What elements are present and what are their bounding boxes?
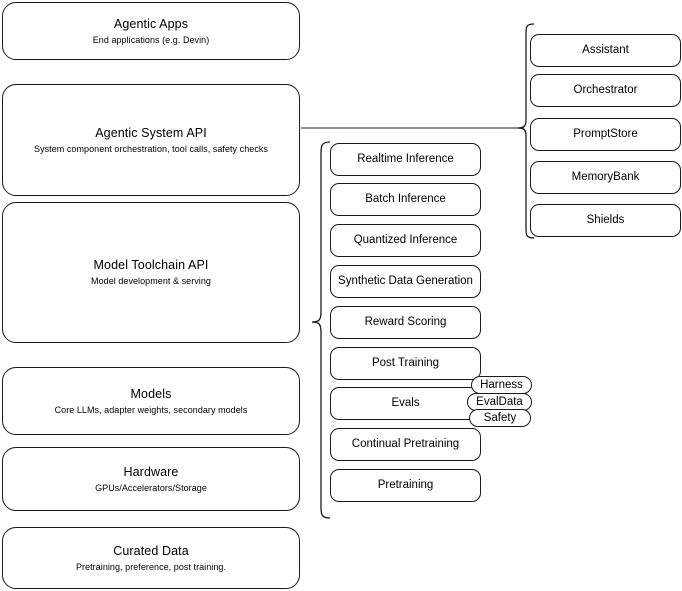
capability-pretraining[interactable]: Pretraining — [330, 469, 481, 502]
component-orchestrator[interactable]: Orchestrator — [530, 74, 681, 107]
brace-model-toolchain-capabilities — [306, 140, 332, 520]
layer-title: Agentic Apps — [113, 16, 189, 31]
layer-curated-data[interactable]: Curated Data Pretraining, preference, po… — [2, 527, 300, 589]
capability-synthetic-data-generation[interactable]: Synthetic Data Generation — [330, 265, 481, 298]
component-shields[interactable]: Shields — [530, 204, 681, 237]
layer-title: Hardware — [123, 464, 179, 479]
layer-title: Model Toolchain API — [93, 258, 209, 272]
capability-quantized-inference[interactable]: Quantized Inference — [330, 224, 481, 257]
capability-realtime-inference[interactable]: Realtime Inference — [330, 143, 481, 176]
layer-agentic-apps[interactable]: Agentic Apps End applications (e.g. Devi… — [2, 2, 300, 60]
eval-pill-label: Harness — [480, 379, 523, 391]
brace-path — [311, 141, 331, 519]
component-label: Shields — [586, 214, 625, 226]
capability-label: Reward Scoring — [364, 316, 447, 328]
layer-subtitle: End applications (e.g. Devin) — [92, 34, 210, 45]
capability-label: Continual Pretraining — [351, 438, 460, 450]
capability-post-training[interactable]: Post Training — [330, 347, 481, 380]
layer-subtitle: System component orchestration, tool cal… — [34, 143, 268, 154]
capability-label: Realtime Inference — [357, 153, 454, 165]
capability-continual-pretraining[interactable]: Continual Pretraining — [330, 428, 481, 461]
capability-label: Quantized Inference — [353, 234, 458, 246]
capability-label: Batch Inference — [365, 193, 446, 205]
layer-models[interactable]: Models Core LLMs, adapter weights, secon… — [2, 367, 300, 435]
layer-hardware[interactable]: Hardware GPUs/Accelerators/Storage — [2, 447, 300, 511]
capability-reward-scoring[interactable]: Reward Scoring — [330, 306, 481, 339]
eval-pill-label: Safety — [483, 412, 517, 424]
connector-agentic-system-to-components — [300, 122, 526, 134]
layer-agentic-system-api[interactable]: Agentic System API System component orch… — [2, 84, 300, 196]
eval-pill-evaldata[interactable]: EvalData — [467, 393, 532, 411]
layer-title: Agentic System API — [95, 125, 207, 140]
layer-subtitle: Pretraining, preference, post training. — [75, 561, 227, 572]
eval-pill-label: EvalData — [476, 396, 523, 408]
layer-subtitle: GPUs/Accelerators/Storage — [95, 482, 207, 493]
layer-title: Models — [130, 386, 172, 401]
capability-label: Post Training — [371, 357, 440, 369]
layer-subtitle: Core LLMs, adapter weights, secondary mo… — [54, 404, 248, 415]
layer-model-toolchain-api[interactable]: Model Toolchain API Model development & … — [2, 202, 300, 343]
component-label: PromptStore — [573, 128, 638, 140]
capability-label: Evals — [391, 397, 420, 409]
component-label: MemoryBank — [571, 171, 640, 183]
capability-batch-inference[interactable]: Batch Inference — [330, 183, 481, 216]
capability-label: Pretraining — [377, 479, 434, 491]
component-assistant[interactable]: Assistant — [530, 34, 681, 67]
eval-pill-safety[interactable]: Safety — [469, 409, 531, 427]
component-promptstore[interactable]: PromptStore — [530, 118, 681, 151]
component-memorybank[interactable]: MemoryBank — [530, 161, 681, 194]
eval-pill-harness[interactable]: Harness — [471, 376, 532, 394]
capability-label: Synthetic Data Generation — [338, 275, 473, 287]
component-label: Assistant — [582, 44, 629, 56]
layer-subtitle: Model development & serving — [91, 276, 211, 286]
capability-evals[interactable]: Evals — [330, 387, 481, 420]
layer-title: Curated Data — [113, 543, 189, 558]
component-label: Orchestrator — [573, 84, 638, 96]
